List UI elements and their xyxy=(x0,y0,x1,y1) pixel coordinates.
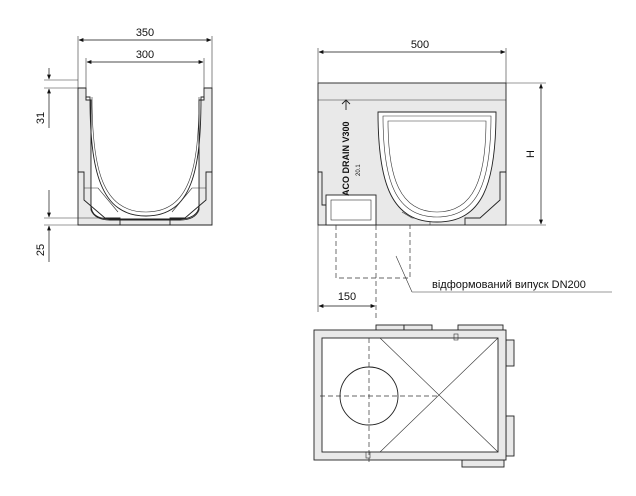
dim-350-label: 350 xyxy=(136,27,154,39)
left-foot-outline xyxy=(78,171,121,225)
outlet-spout xyxy=(325,194,377,226)
outlet-profile-inner xyxy=(387,120,487,213)
dim-500-label: 500 xyxy=(411,39,429,51)
outlet-spout-inner xyxy=(330,199,372,221)
cross-section-view: 350 300 31 25 xyxy=(35,27,213,262)
outlet-label: відформований випуск DN200 xyxy=(432,279,586,291)
side-view: ACO DRAIN V300 20.1 відформований випуск… xyxy=(317,39,612,320)
right-foot-inner xyxy=(171,187,206,213)
plan-view xyxy=(313,324,515,468)
product-brand-marking: ACO DRAIN V300 xyxy=(341,121,351,196)
plan-marker-top xyxy=(453,333,459,341)
dim-31-label: 31 xyxy=(35,112,47,124)
channel-interior xyxy=(85,96,205,220)
plan-marker-bottom xyxy=(365,451,371,459)
dim-25-label: 25 xyxy=(35,244,47,256)
dim-h-label: H xyxy=(525,150,537,158)
outlet-leader-diagonal xyxy=(395,255,413,293)
plan-tab-bottom-right xyxy=(461,459,505,468)
plan-cross-diagonal-2 xyxy=(379,337,499,453)
right-foot-outline xyxy=(169,171,212,225)
dim-300-label: 300 xyxy=(136,49,154,61)
product-grade-marking: 20.1 xyxy=(356,164,362,176)
channel-inner-liner xyxy=(91,96,200,213)
outlet-projection-dashed xyxy=(335,225,411,279)
plan-tab-right-upper xyxy=(505,339,515,367)
plan-tab-right-lower xyxy=(505,415,515,457)
left-foot-inner xyxy=(84,187,119,213)
dim-150-label: 150 xyxy=(338,291,356,303)
outlet-profile-mid xyxy=(382,115,492,218)
outlet-profile-outer xyxy=(377,111,497,223)
side-right-foot xyxy=(464,171,506,225)
flow-arrow-icon xyxy=(341,99,351,110)
